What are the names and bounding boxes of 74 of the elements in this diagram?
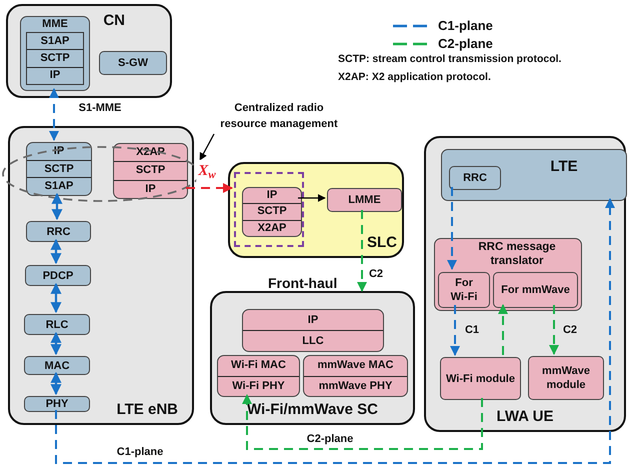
function-box: PHY	[24, 396, 90, 412]
function-box: RRC	[449, 166, 501, 190]
function-box: For Wi-Fi	[438, 272, 490, 308]
container-box	[228, 162, 404, 258]
container-title: Wi-Fi/mmWave SC	[246, 400, 379, 420]
function-box	[434, 238, 582, 311]
arrow	[447, 187, 457, 270]
protocol-stack	[113, 143, 188, 199]
arrow	[50, 372, 62, 396]
protocol-layer: S1AP	[27, 177, 91, 195]
container-box	[210, 291, 415, 425]
protocol-layer: IP	[306, 312, 320, 328]
arrow	[186, 183, 233, 193]
container-title: CN	[103, 11, 125, 31]
container-title: LWA UE	[496, 406, 554, 426]
protocol-stack	[217, 355, 300, 397]
protocol-layer: Wi-Fi PHY	[218, 376, 299, 396]
arrow	[242, 394, 483, 450]
protocol-layer: LLC	[243, 330, 383, 351]
container-box	[424, 136, 626, 432]
container-box	[6, 4, 172, 98]
protocol-stack	[26, 142, 92, 196]
protocol-layer: IP	[114, 180, 187, 198]
protocol-stack	[303, 355, 408, 397]
protocol-layer: SCTP	[27, 49, 83, 67]
container-box	[8, 126, 194, 425]
stack-header: MME	[41, 17, 69, 32]
protocol-stack	[242, 309, 384, 352]
arrow	[49, 88, 59, 141]
protocol-layer: S1AP	[40, 34, 70, 49]
function-box: LMME	[327, 188, 402, 212]
protocol-layer: IP	[266, 188, 278, 204]
protocol-stack	[242, 187, 302, 237]
protocol-layer: SCTP	[243, 203, 301, 220]
arrow	[50, 238, 62, 264]
arrow	[450, 305, 460, 356]
protocol-layer: X2AP	[243, 220, 301, 236]
arrow	[50, 282, 62, 314]
legend-label: C2-plane	[438, 36, 493, 52]
arrow	[50, 332, 62, 356]
function-box: RRC	[26, 221, 91, 242]
function-box: PDCP	[25, 265, 91, 286]
function-box	[441, 149, 627, 201]
legend-label: C1-plane	[438, 18, 493, 34]
arrow	[52, 192, 62, 220]
protocol-layer: mmWave PHY	[304, 376, 407, 396]
function-box: RLC	[24, 314, 90, 335]
note-text: SCTP: stream control transmission protocol.	[338, 52, 562, 67]
note-text: X2AP: X2 application protocol.	[338, 70, 491, 85]
leader-line	[199, 134, 215, 161]
protocol-layer: SCTP	[27, 160, 91, 178]
dashed-box	[234, 172, 304, 247]
arrow	[357, 210, 367, 292]
edge-label: X$_{w}$	[196, 160, 218, 182]
protocol-layer: IP	[27, 66, 83, 84]
note-text: Front-haul	[268, 274, 338, 293]
protocol-layer: SCTP	[114, 161, 187, 180]
function-box: Wi-Fi module	[440, 357, 521, 400]
function-box: MAC	[24, 356, 90, 375]
container-title: SLC	[367, 232, 397, 252]
arrow	[298, 194, 326, 202]
arrow	[549, 305, 559, 355]
protocol-layer: Wi-Fi MAC	[230, 358, 287, 374]
container-title: LTE	[549, 157, 579, 177]
function-box: For mmWave	[493, 272, 578, 308]
function-box: mmWave module	[528, 356, 604, 400]
function-box: S-GW	[99, 51, 167, 75]
arrow	[55, 198, 615, 464]
box-title: RRC message translator	[477, 240, 557, 268]
protocol-layer: mmWave MAC	[316, 358, 394, 374]
container-title: LTE eNB	[116, 400, 178, 420]
arrow	[498, 304, 508, 355]
protocol-stack	[20, 16, 90, 91]
annotation-text: Centralized radio resource management	[214, 100, 344, 134]
